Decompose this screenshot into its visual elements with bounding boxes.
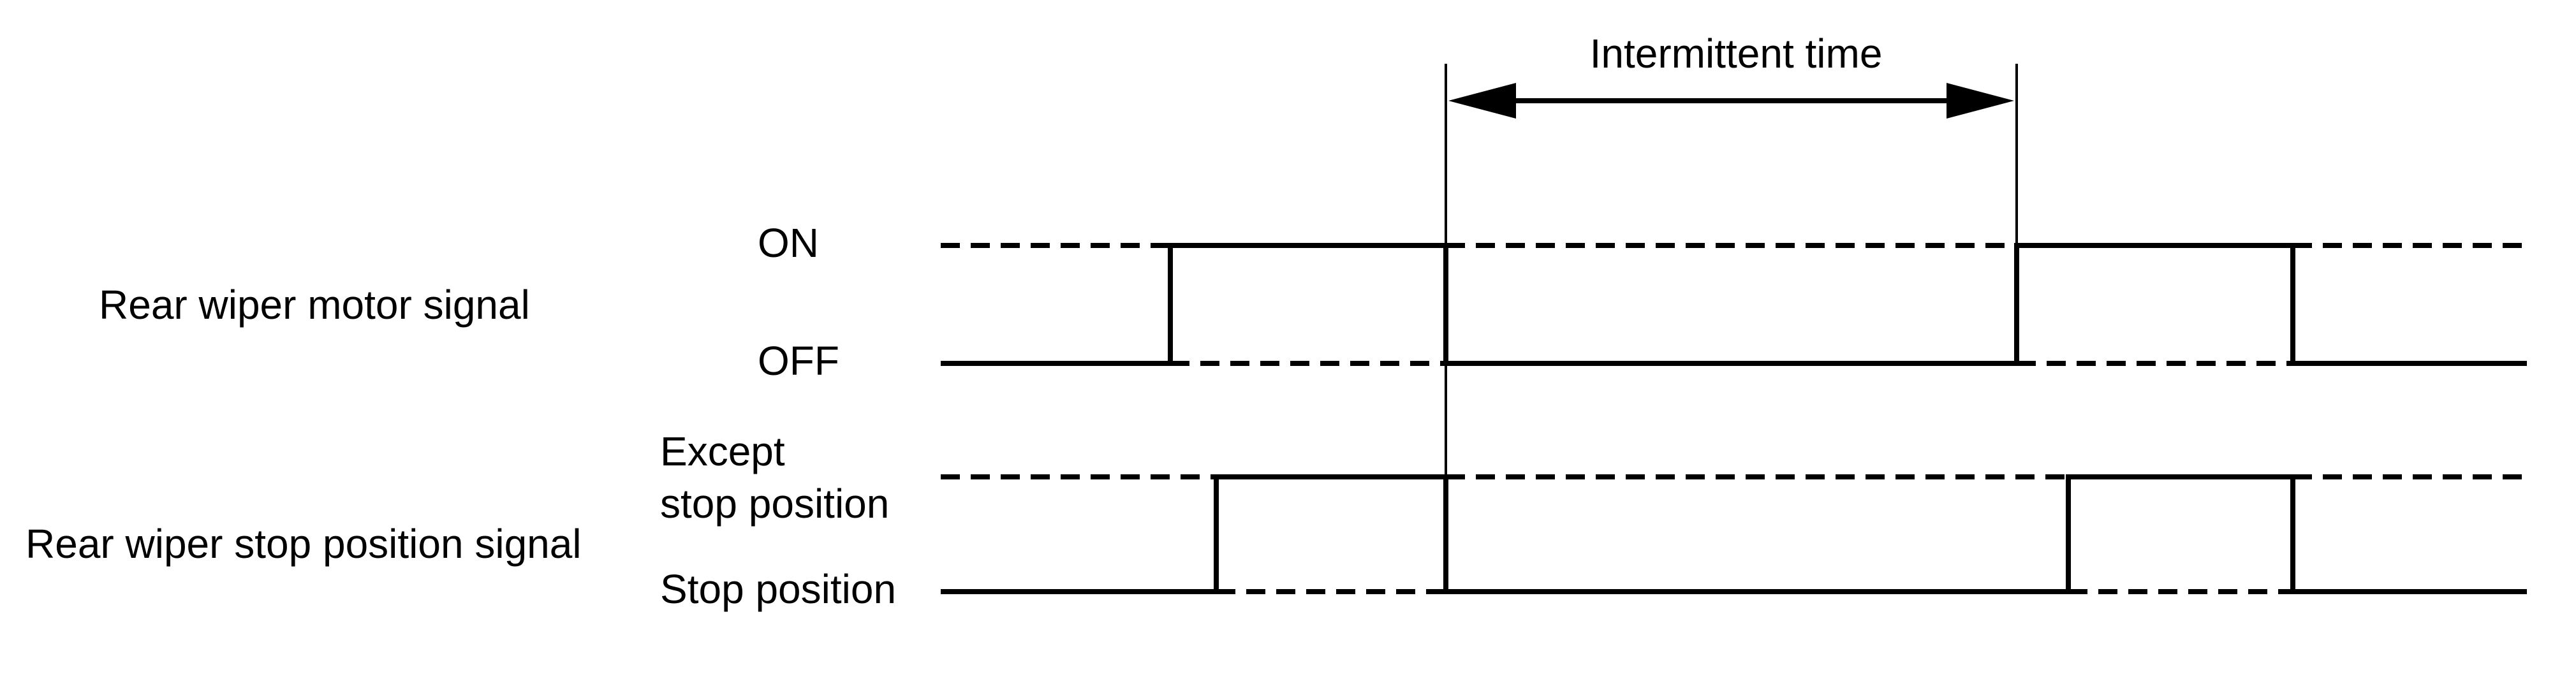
motor-off-level-label: OFF <box>758 337 839 384</box>
rear-wiper-stop-position-signal-waveform <box>941 474 2527 594</box>
rear-wiper-motor-signal-label: Rear wiper motor signal <box>99 281 530 328</box>
except-stop-position-level-label-line2: stop position <box>660 481 890 527</box>
except-stop-position-level-label: Except stop position <box>660 425 889 530</box>
rear-wiper-motor-signal-waveform <box>941 243 2527 366</box>
intermittent-arrow-left-head <box>1448 83 1516 119</box>
intermittent-arrow-right-head <box>1947 83 2014 119</box>
motor-on-level-label: ON <box>758 219 819 266</box>
intermittent-time-label: Intermittent time <box>1589 30 1883 77</box>
rear-wiper-stop-position-signal-label: Rear wiper stop position signal <box>26 520 582 567</box>
stop-position-level-label: Stop position <box>660 565 897 612</box>
except-stop-position-level-label-line1: Except <box>660 428 785 474</box>
